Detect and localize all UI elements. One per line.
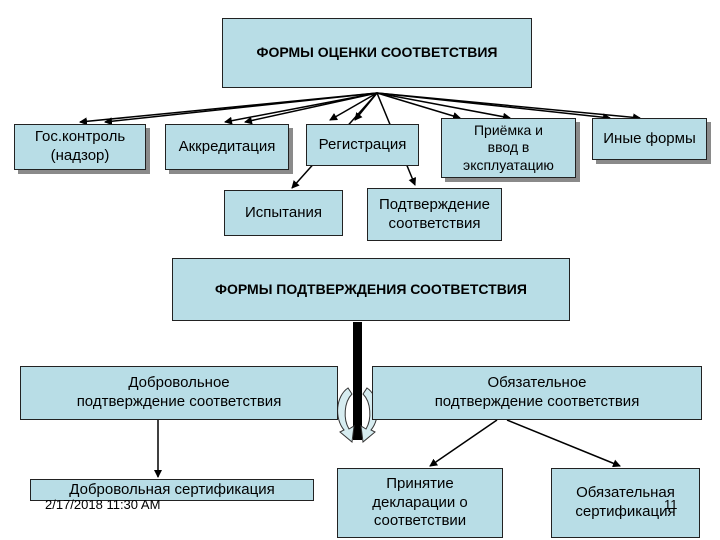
form-registration: Регистрация [306,124,419,166]
arrow-to-declaration [429,419,498,467]
form-gos-control: Гос.контроль (надзор) [14,124,146,170]
form-acceptance: Приёмка и ввод в эксплуатацию [441,118,576,178]
mandatory-certification-box: Обязательная сертификация [551,468,700,538]
voluntary-box: Добровольное подтверждение соответствия [20,366,338,420]
arrow-to-accreditation-2 [244,92,378,125]
arrow-to-registration-2 [329,92,378,121]
thick-divider-bar [353,322,362,440]
footer-date: 2/17/2018 11:30 AM [45,497,161,512]
arrow-to-other-forms-2 [376,92,641,122]
arrow-to-gos-control-2 [104,92,378,126]
page-number: 11 [664,497,678,512]
mandatory-box: Обязательное подтверждение соответствия [372,366,702,420]
form-accreditation: Аккредитация [165,124,289,170]
form-testing: Испытания [224,190,343,236]
arrow-to-mandatory-cert [506,419,621,468]
arrow-to-acceptance-2 [376,92,511,121]
arrow-to-acceptance [376,92,461,120]
declaration-box: Принятие декларации о соответствии [337,468,503,538]
form-confirmation: Подтверждение соответствия [367,188,502,241]
confirmation-title-box: ФОРМЫ ПОДТВЕРЖДЕНИЯ СООТВЕТСТВИЯ [172,258,570,321]
voluntary-certification-box: Добровольная сертификация [30,479,314,501]
curved-arrow-left-icon [337,387,355,443]
top-title-box: ФОРМЫ ОЦЕНКИ СООТВЕТСТВИЯ [222,18,532,88]
form-other: Иные формы [592,118,707,160]
